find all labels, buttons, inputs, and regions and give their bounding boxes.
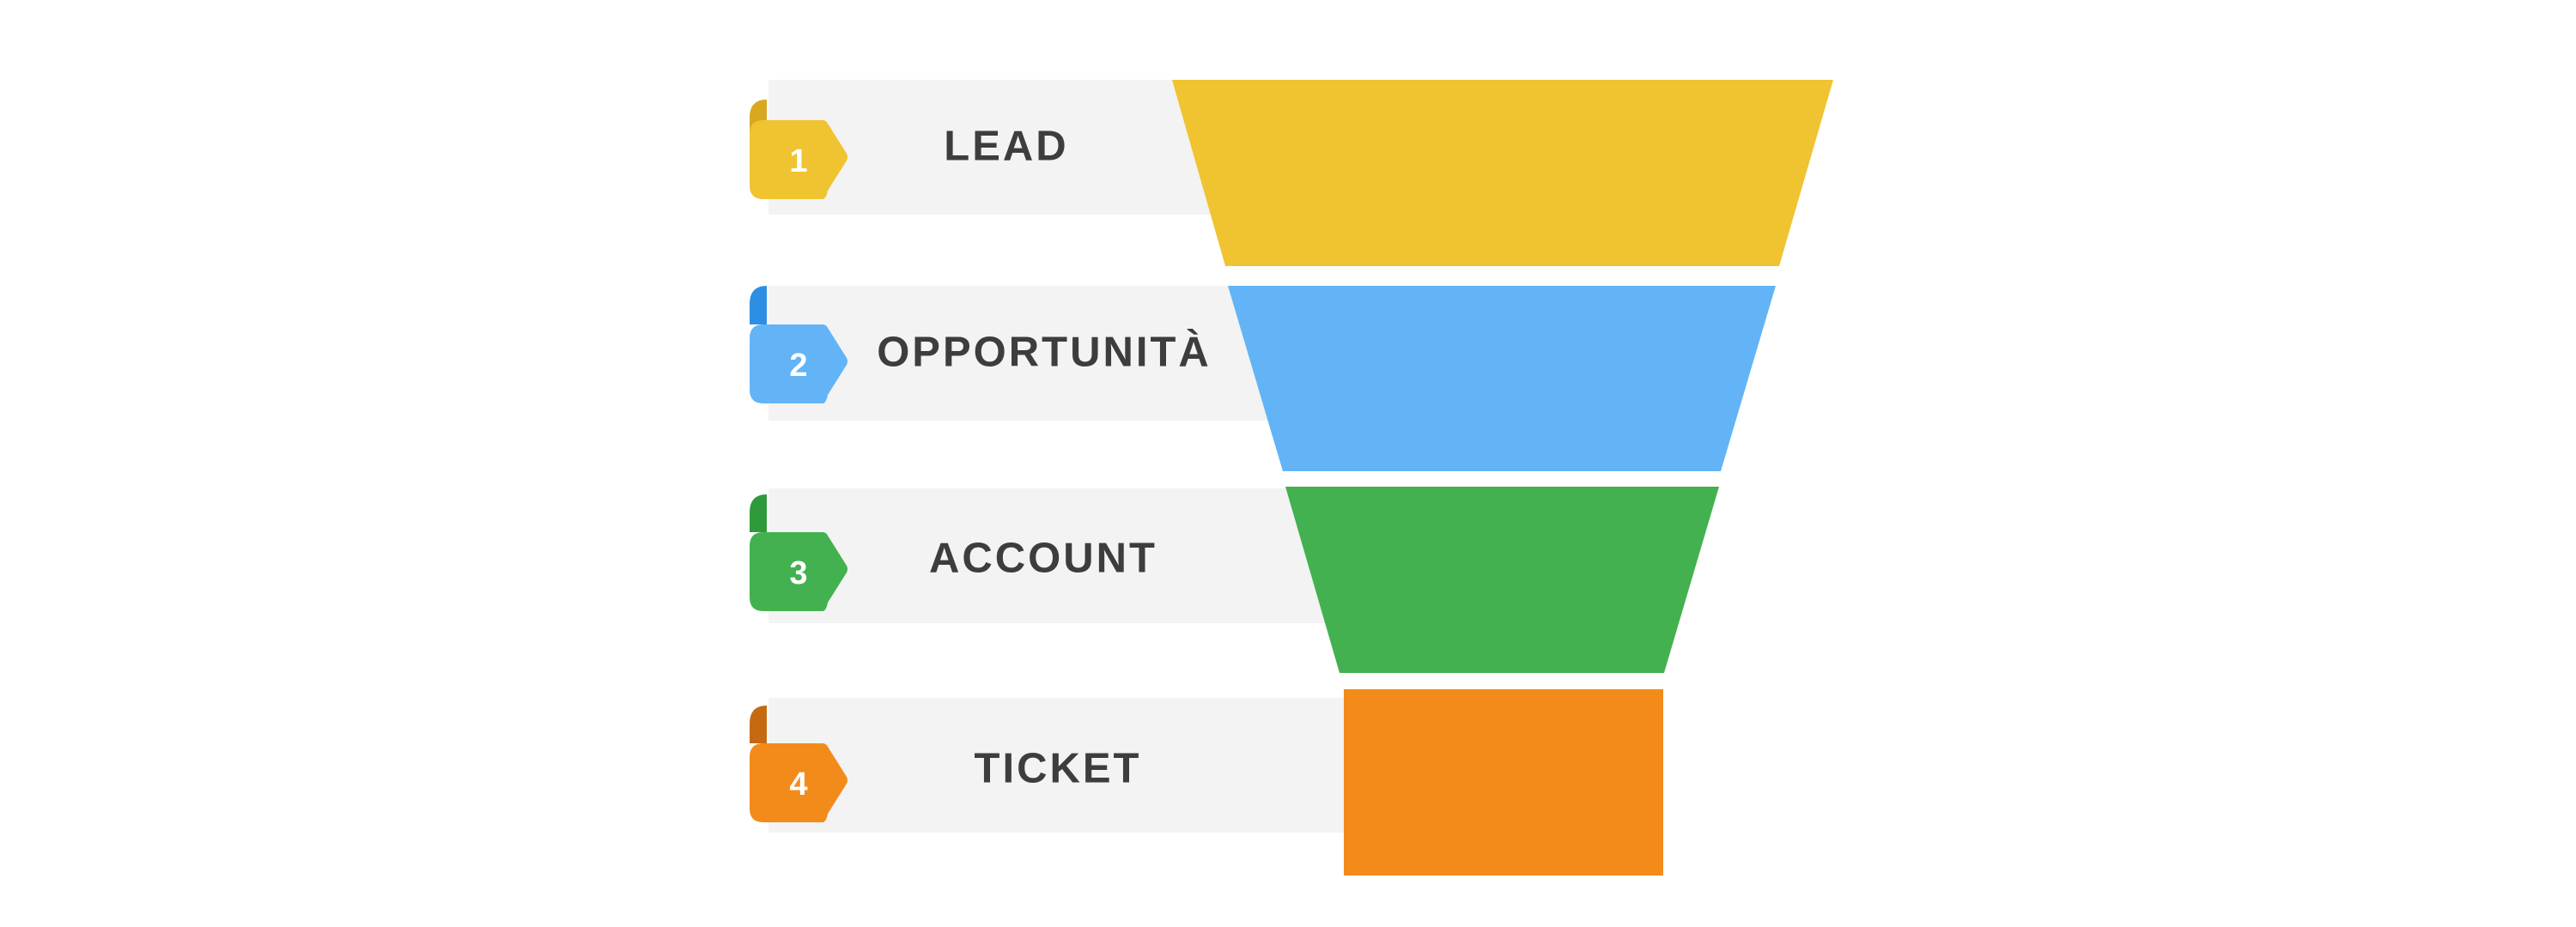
stage-1-panel: [769, 80, 1232, 215]
stage-3-number: 3: [789, 555, 807, 591]
stage-3-panel: [769, 488, 1340, 623]
stage-2-badge: 2: [750, 286, 848, 403]
funnel-segment-4: [1344, 689, 1663, 876]
stage-3-badge: 3: [750, 494, 848, 611]
stage-2-number: 2: [789, 348, 807, 384]
stage-1-label: LEAD: [944, 123, 1069, 170]
stage-1-badge: 1: [750, 100, 848, 199]
stage-4-badge: 4: [750, 706, 848, 822]
stage-4-panel: [769, 698, 1365, 833]
funnel-segment-1: [1172, 80, 1833, 266]
funnel-segment-3: [1285, 487, 1719, 673]
stage-2-label: OPPORTUNITÀ: [877, 329, 1212, 376]
stage-4-label: TICKET: [974, 745, 1142, 792]
stage-3-label: ACCOUNT: [929, 535, 1157, 582]
stage-2-panel: [769, 286, 1284, 421]
stage-4-number: 4: [789, 766, 807, 803]
stage-1-number: 1: [789, 143, 807, 179]
funnel-segment-2: [1228, 286, 1776, 471]
